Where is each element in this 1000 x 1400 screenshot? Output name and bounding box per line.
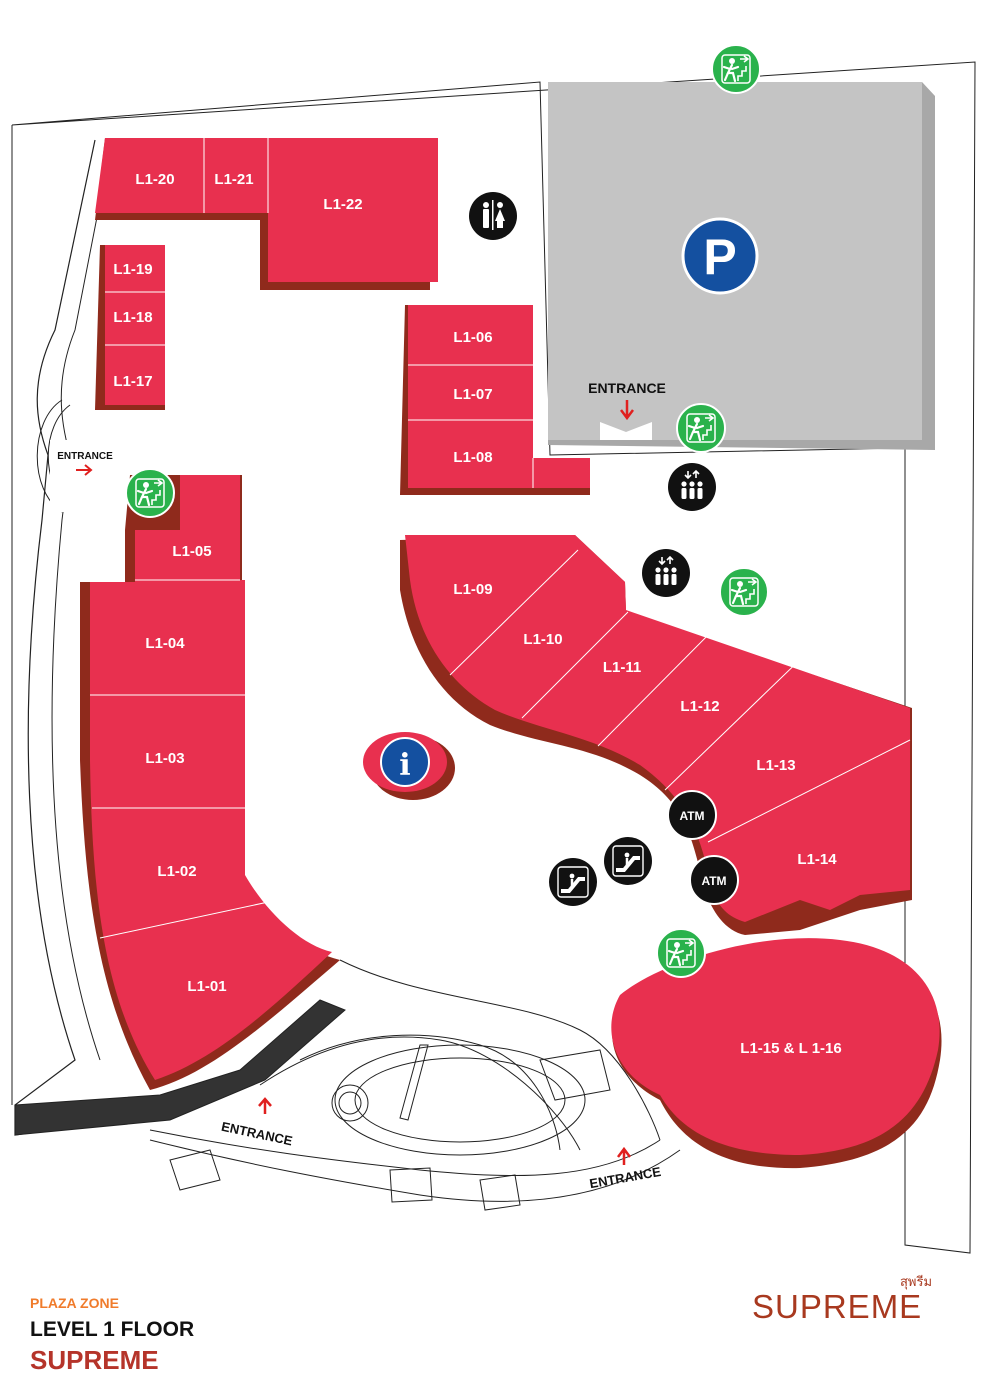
- info-desk[interactable]: [363, 732, 455, 800]
- shop-l1-06-label[interactable]: L1-06: [453, 329, 492, 346]
- shop-l1-13-label[interactable]: L1-13: [756, 757, 795, 774]
- brand-logo-text: SUPREME: [752, 1288, 923, 1325]
- brand-thai-name: สุพรีม: [900, 1275, 933, 1290]
- entrance-label: ENTRANCE: [57, 451, 113, 462]
- entrance-west[interactable]: ENTRANCE: [50, 440, 113, 512]
- elevator-icon: [667, 462, 717, 512]
- shop-l1-11-label[interactable]: L1-11: [603, 659, 641, 676]
- emergency-exit-icon: [124, 467, 176, 519]
- shop-block-west-small: [95, 245, 165, 410]
- parking-structure: [548, 82, 935, 450]
- arrow-up-icon: [258, 1097, 272, 1114]
- shop-block-center: [400, 305, 590, 495]
- shop-l1-20-label[interactable]: L1-20: [135, 171, 174, 188]
- mall-name: SUPREME: [30, 1345, 159, 1375]
- shop-block-west-curve: [80, 475, 340, 1090]
- escalator-up-icon: [602, 835, 654, 887]
- shop-l1-18-label[interactable]: L1-18: [113, 309, 152, 326]
- emergency-exit-icon: [718, 566, 770, 618]
- atm-label: ATM: [679, 809, 704, 823]
- restroom-icon: [469, 192, 517, 240]
- atm-icon: ATM: [667, 790, 717, 840]
- south-stairs: [14, 959, 681, 1211]
- shop-l1-19-label[interactable]: L1-19: [113, 261, 152, 278]
- shop-l1-05-label[interactable]: L1-05: [172, 543, 211, 560]
- shop-l1-12-label[interactable]: L1-12: [680, 698, 719, 715]
- info-icon: i: [399, 748, 410, 783]
- arrow-down-icon: [620, 400, 634, 421]
- shop-l1-17-label[interactable]: L1-17: [113, 373, 152, 390]
- entrance-south-west[interactable]: ENTRANCE: [220, 1097, 294, 1149]
- emergency-exit-icon: [710, 43, 762, 95]
- zone-label: PLAZA ZONE: [30, 1295, 119, 1311]
- west-walkway: [14, 139, 151, 1136]
- atm-icon: ATM: [689, 855, 739, 905]
- atm-label: ATM: [701, 874, 726, 888]
- entrance-label: ENTRANCE: [220, 1119, 294, 1149]
- shop-l1-01-label[interactable]: L1-01: [187, 978, 226, 995]
- shop-block-southeast: [611, 938, 942, 1169]
- entrance-parking[interactable]: ENTRANCE: [588, 380, 666, 421]
- shop-l1-22-label[interactable]: L1-22: [323, 196, 362, 213]
- shop-block-north: [95, 138, 438, 290]
- entrance-label: ENTRANCE: [588, 380, 666, 396]
- shop-l1-14-label[interactable]: L1-14: [797, 851, 837, 868]
- shop-l1-02-label[interactable]: L1-02: [157, 863, 196, 880]
- arrow-right-icon: [76, 464, 93, 476]
- shop-l1-04-label[interactable]: L1-04: [145, 635, 185, 652]
- elevator-icon: [641, 548, 691, 598]
- shop-l1-15-16-label[interactable]: L1-15 & L 1-16: [740, 1040, 841, 1057]
- shop-l1-10-label[interactable]: L1-10: [523, 631, 562, 648]
- entrance-south-east[interactable]: ENTRANCE: [588, 1146, 662, 1191]
- level-label: LEVEL 1 FLOOR: [30, 1318, 195, 1341]
- shop-l1-07-label[interactable]: L1-07: [453, 386, 492, 403]
- escalator-down-icon: [547, 856, 599, 908]
- parking-icon: P: [703, 229, 736, 285]
- shop-block-east-crescent: [400, 535, 912, 935]
- shop-l1-03-label[interactable]: L1-03: [145, 750, 184, 767]
- shop-l1-08-label[interactable]: L1-08: [453, 449, 492, 466]
- shop-l1-09-label[interactable]: L1-09: [453, 581, 492, 598]
- emergency-exit-icon: [655, 927, 707, 979]
- shop-l1-21-label[interactable]: L1-21: [214, 171, 253, 188]
- entrance-label: ENTRANCE: [588, 1164, 662, 1191]
- emergency-exit-icon: [675, 402, 727, 454]
- arrow-up-icon: [617, 1146, 631, 1165]
